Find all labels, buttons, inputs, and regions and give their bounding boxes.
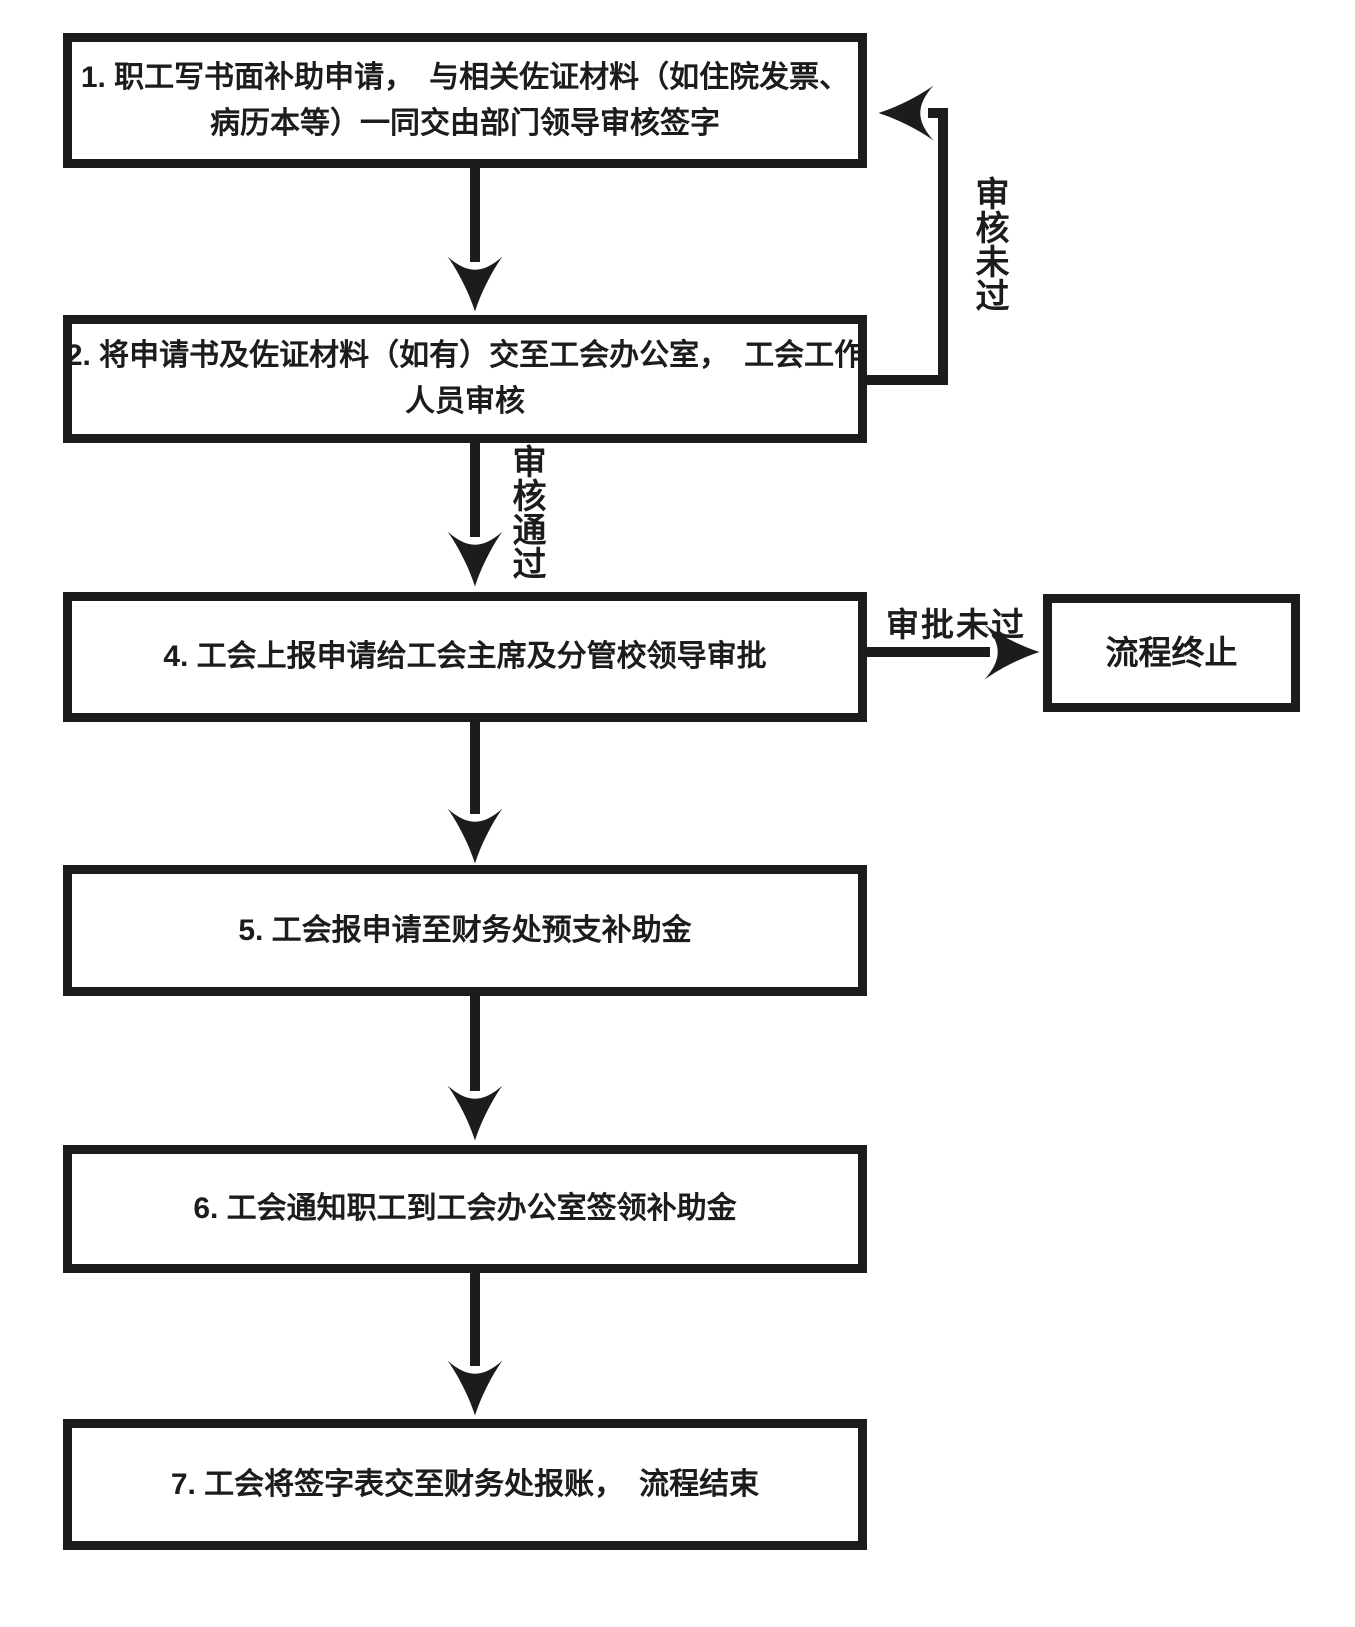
step-text-line: 2. 将申请书及佐证材料（如有）交至工会办公室， 工会工作 [65,339,865,372]
step-6-box: 6. 工会通知职工到工会办公室签领补助金 [63,1145,867,1273]
step-text-line: 1. 职工写书面补助申请， 与相关佐证材料（如住院发票、 [80,60,850,94]
step-1-box: 1. 职工写书面补助申请， 与相关佐证材料（如住院发票、 病历本等）一同交由部门… [63,33,867,168]
edge-label-review-failed: 审核未过 [970,176,1008,312]
step-text-line: 病历本等）一同交由部门领导审核签字 [210,106,720,140]
step-text-line: 6. 工会通知职工到工会办公室签领补助金 [193,1192,737,1225]
arrow-feedback-step2-to-step1 [867,85,948,385]
step-4-box: 4. 工会上报申请给工会主席及分管校领导审批 [63,592,867,722]
edge-label-approval-failed: 审批未过 [886,606,1026,643]
step-text-line: 4. 工会上报申请给工会主席及分管校领导审批 [163,640,767,673]
edge-label-review-passed: 审核通过 [507,444,545,580]
step-7-box: 7. 工会将签字表交至财务处报账， 流程结束 [63,1419,867,1550]
step-text-line: 7. 工会将签字表交至财务处报账， 流程结束 [170,1467,760,1501]
step-2-box: 2. 将申请书及佐证材料（如有）交至工会办公室， 工会工作 人员审核 [63,315,867,443]
terminal-text: 流程终止 [1105,634,1238,671]
step-text-line: 人员审核 [405,385,525,418]
terminal-box: 流程终止 [1043,594,1300,712]
step-5-box: 5. 工会报申请至财务处预支补助金 [63,865,867,996]
step-text-line: 5. 工会报申请至财务处预支补助金 [238,913,692,947]
